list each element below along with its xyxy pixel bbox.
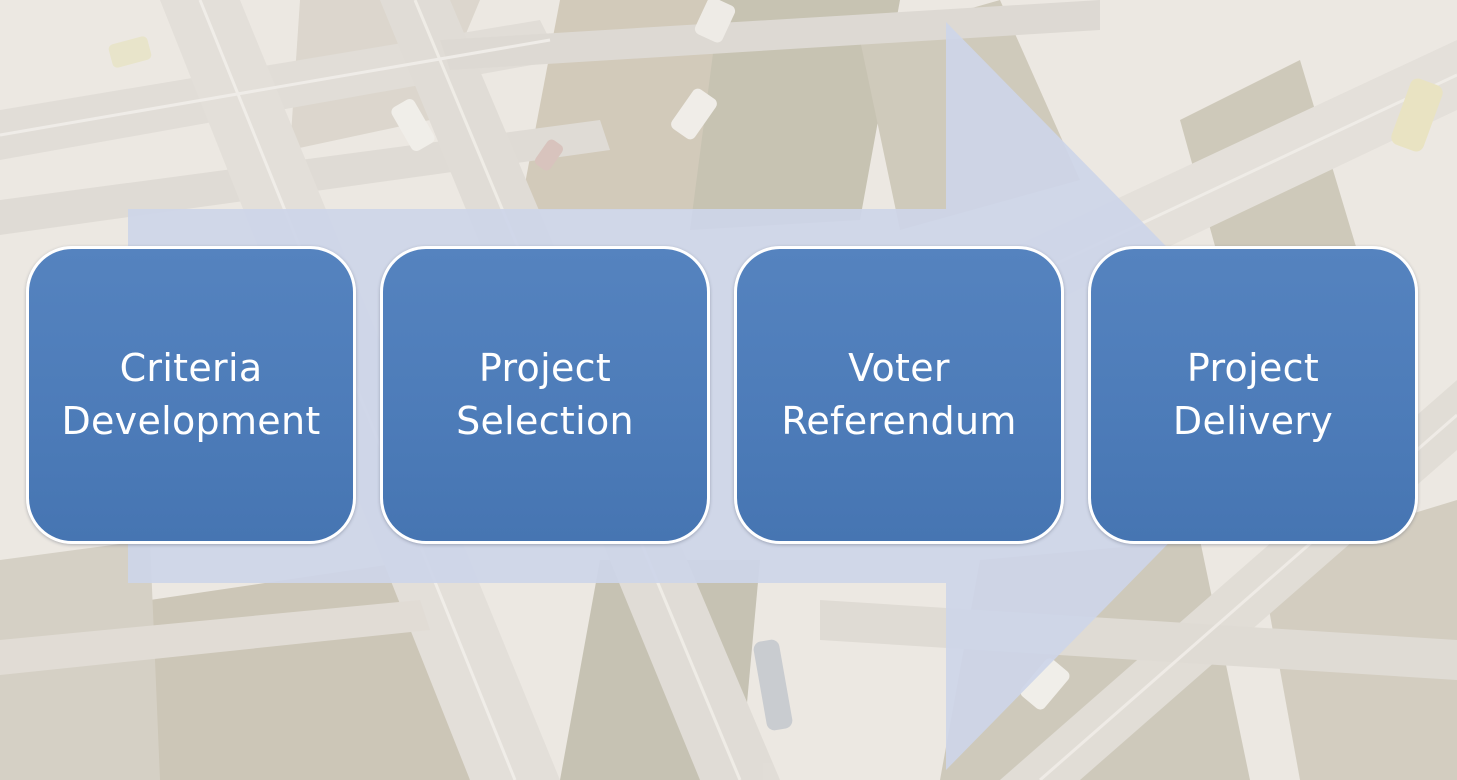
- stage-label-line1: Project: [1186, 346, 1320, 390]
- stage-label-line1: Criteria: [119, 346, 263, 390]
- stage-project-selection: Project Selection: [380, 246, 710, 544]
- stage-label-line1: Voter: [848, 346, 950, 390]
- stage-label: Project Delivery: [1173, 342, 1333, 448]
- stage-label: Criteria Development: [61, 342, 320, 448]
- process-arrow-shape: [128, 22, 1313, 770]
- stage-label-line2: Selection: [456, 399, 634, 443]
- stage-label: Project Selection: [456, 342, 634, 448]
- stage-criteria-development: Criteria Development: [26, 246, 356, 544]
- stage-label-line1: Project: [478, 346, 612, 390]
- stage-project-delivery: Project Delivery: [1088, 246, 1418, 544]
- stage-label-line2: Delivery: [1172, 399, 1334, 443]
- stage-label-line2: Referendum: [781, 399, 1017, 443]
- stage-voter-referendum: Voter Referendum: [734, 246, 1064, 544]
- stage-label-line2: Development: [61, 399, 321, 443]
- stage-label: Voter Referendum: [781, 342, 1016, 448]
